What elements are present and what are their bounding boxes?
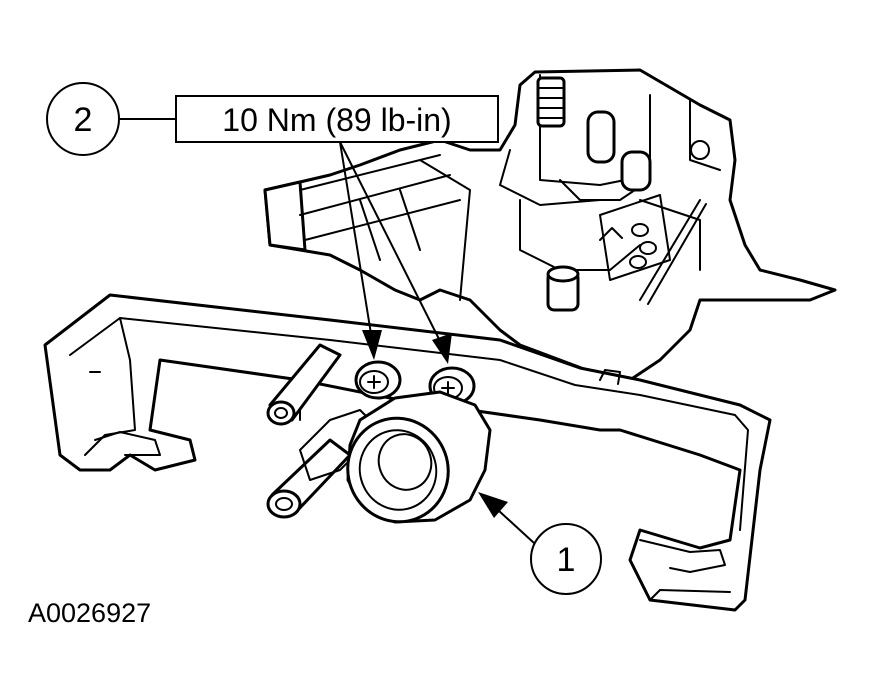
callout-1-number: 1	[557, 541, 576, 579]
arrowhead-left-bolt	[362, 330, 382, 360]
callout-1: 1	[478, 492, 602, 595]
bushing-part-1	[346, 390, 492, 524]
leader-line-right-bolt	[339, 141, 443, 346]
figure-id: A0026927	[28, 598, 151, 628]
shift-bracket	[43, 293, 772, 612]
callout-2-number: 2	[74, 101, 93, 139]
leader-line-left-bolt	[339, 141, 373, 341]
pin-assembly	[266, 343, 381, 519]
callout-1-circle	[530, 523, 602, 595]
arrowhead-right-bolt	[432, 333, 452, 364]
bolt-left	[354, 360, 402, 400]
torque-spec-box	[175, 95, 499, 143]
leader-line-part-1	[497, 509, 535, 544]
callout-2: 2 10 Nm (89 lb-in)	[46, 82, 499, 364]
arrowhead-part-1	[478, 492, 508, 518]
shifter-housing	[263, 68, 837, 382]
torque-spec-label: 10 Nm (89 lb-in)	[222, 102, 451, 138]
